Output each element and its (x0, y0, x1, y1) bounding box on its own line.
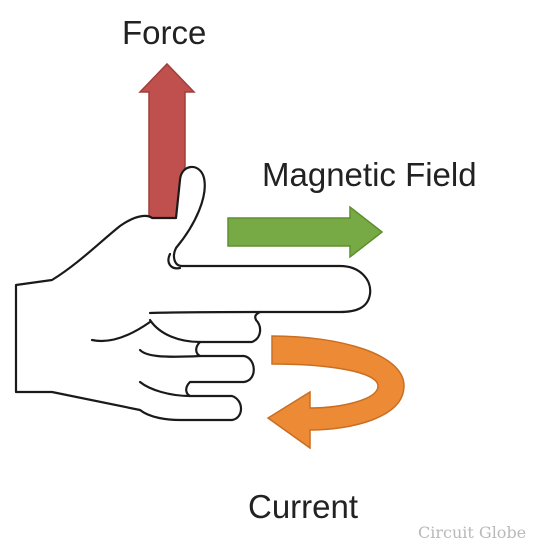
palm-curve (90, 320, 152, 343)
palm-crease (148, 310, 262, 315)
finger-line-middle (148, 318, 202, 344)
finger-line-ring (138, 348, 202, 358)
watermark-text: Circuit Globe (418, 523, 526, 542)
current-arrow (266, 335, 405, 450)
hand (14, 165, 372, 422)
magnetic-field-label: Magnetic Field (262, 156, 477, 193)
force-label: Force (122, 14, 206, 51)
current-label: Current (248, 488, 358, 525)
finger-line-little (138, 380, 192, 398)
thumb-knuckle-line (167, 252, 182, 270)
hand-palm-outline (14, 165, 372, 422)
magnetic-field-arrow (227, 205, 384, 259)
